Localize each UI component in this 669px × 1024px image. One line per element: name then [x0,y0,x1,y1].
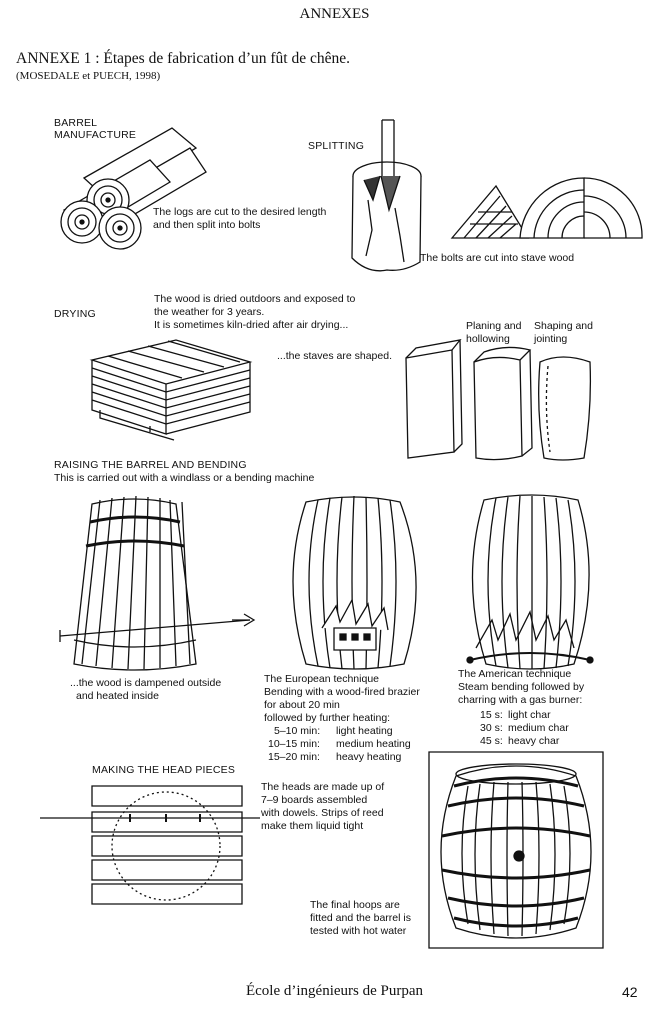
final-caption-line2: fitted and the barrel is [310,912,411,925]
drying-text-line1: The wood is dried outdoors and exposed t… [154,293,355,306]
splitting-heading: SPLITTING [308,140,364,153]
heads-caption-line4: make them liquid tight [261,820,363,833]
logs-caption-line1: The logs are cut to the desired length [153,206,326,219]
raising-heading: RAISING THE BARREL AND BENDING [54,459,247,472]
european-row-time: 10–15 min: [268,738,334,751]
european-row-level: heavy heating [336,751,401,764]
shaping-label-line1: Shaping and [534,320,593,333]
american-row-time: 30 s: [480,722,503,735]
drying-heading: DRYING [54,308,96,321]
finished-barrel-drawing [429,752,603,948]
page-number: 42 [622,984,638,1000]
european-row-level: medium heating [336,738,411,751]
bolts-caption: The bolts are cut into stave wood [420,252,574,265]
final-caption-line1: The final hoops are [310,899,400,912]
drying-text-line3: It is sometimes kiln-dried after air dry… [154,319,348,332]
european-technique-line1: The European technique [264,673,379,686]
european-technique-line2: Bending with a wood-fired brazier [264,686,420,699]
american-bending-drawing [467,495,593,669]
european-row-time: 15–20 min: [268,751,334,764]
heads-caption-line1: The heads are made up of [261,781,384,794]
shaping-label-line2: jointing [534,333,567,346]
barrel-manufacture-heading-line2: MANUFACTURE [54,129,136,142]
american-technique-line3: charring with a gas burner: [458,694,582,707]
dampened-caption-line1: ...the wood is dampened outside [70,677,221,690]
planing-label-line1: Planing and [466,320,521,333]
american-technique-line2: Steam bending followed by [458,681,584,694]
barrel-manufacture-heading-line1: BARREL [54,117,97,130]
head-pieces-heading: MAKING THE HEAD PIECES [92,764,235,777]
final-caption-line3: tested with hot water [310,925,406,938]
head-pieces-drawing [40,786,260,904]
european-row-level: light heating [336,725,393,738]
logs-caption-line2: and then split into bolts [153,219,260,232]
american-row-level: medium char [508,722,569,735]
heads-caption-line3: with dowels. Strips of reed [261,807,384,820]
heads-caption-line2: 7–9 boards assembled [261,794,367,807]
raising-subheading: This is carried out with a windlass or a… [54,472,314,485]
american-row-time: 15 s: [480,709,503,722]
wood-stack-drawing [92,340,250,440]
footer-school: École d’ingénieurs de Purpan [0,983,669,1000]
staves-caption: ...the staves are shaped. [277,350,392,363]
raised-barrel-drawing [60,496,254,670]
european-row-time: 5–10 min: [274,725,332,738]
drying-text-line2: the weather for 3 years. [154,306,264,319]
european-technique-line3: for about 20 min [264,699,340,712]
staves-drawing [406,340,590,460]
european-bending-drawing [293,496,416,669]
american-row-time: 45 s: [480,735,503,748]
planing-label-line2: hollowing [466,333,510,346]
american-row-level: heavy char [508,735,559,748]
stave-wood-drawing [452,178,642,238]
american-row-level: light char [508,709,551,722]
european-technique-line4: followed by further heating: [264,712,390,725]
dampened-caption-line2: and heated inside [76,690,159,703]
american-technique-line1: The American technique [458,668,571,681]
